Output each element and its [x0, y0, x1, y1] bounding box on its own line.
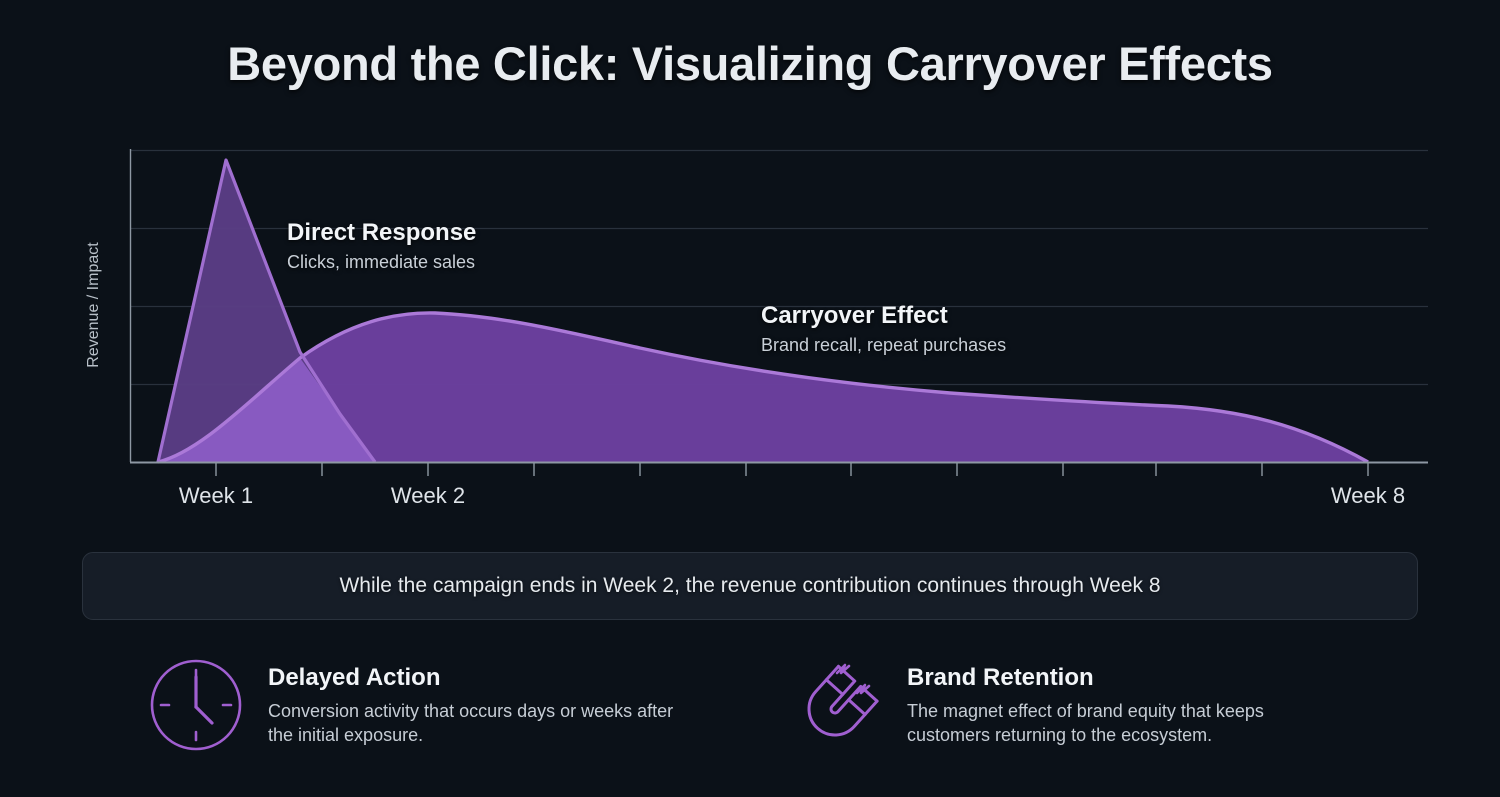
annotation-direct-response-title: Direct Response: [287, 219, 477, 246]
feature-brand-retention-description: The magnet effect of brand equity that k…: [907, 700, 1264, 746]
series-line-direct: [156, 158, 377, 463]
feature-brand-retention: Brand Retention The magnet effect of bra…: [787, 655, 1327, 753]
feature-delayed-action: Delayed Action Conversion activity that …: [148, 655, 688, 753]
page-title: Beyond the Click: Visualizing Carryover …: [227, 37, 1273, 90]
feature-delayed-action-description: Conversion activity that occurs days or …: [268, 700, 674, 746]
series-overlap-region: [158, 358, 375, 462]
series-line-carryover: [157, 311, 1369, 464]
feature-brand-retention-title: Brand Retention: [907, 664, 1094, 691]
series-area-carryover: [158, 312, 1368, 462]
feature-delayed-action-body: Delayed Action Conversion activity that …: [268, 655, 688, 748]
chart-area: Revenue / Impact Week 1 Week 2 Week 8 Di…: [85, 149, 1428, 508]
annotation-carryover-effect-subtitle: Brand recall, repeat purchases: [761, 335, 1007, 356]
annotation-carryover-effect: Carryover Effect Brand recall, repeat pu…: [761, 301, 1006, 358]
annotation-carryover-effect-title: Carryover Effect: [761, 302, 948, 329]
feature-row: Delayed Action Conversion activity that …: [0, 655, 1500, 775]
annotation-direct-response-subtitle: Clicks, immediate sales: [287, 252, 476, 273]
x-tick-label-week2: Week 2: [390, 483, 466, 508]
clock-icon: [150, 659, 242, 751]
callout-banner: While the campaign ends in Week 2, the r…: [82, 552, 1418, 620]
carryover-area-chart: [129, 149, 1428, 476]
x-tick-label-week8: Week 8: [1330, 483, 1406, 508]
annotation-direct-response: Direct Response Clicks, immediate sales: [287, 218, 476, 275]
magnet-icon: [807, 663, 879, 737]
feature-delayed-action-title: Delayed Action: [268, 664, 441, 691]
feature-brand-retention-body: Brand Retention The magnet effect of bra…: [907, 655, 1327, 748]
y-axis-label: Revenue / Impact: [85, 242, 102, 368]
callout-banner-text: While the campaign ends in Week 2, the r…: [339, 574, 1161, 597]
x-tick-label-week1: Week 1: [178, 483, 254, 508]
x-axis-ticks: [215, 462, 1369, 476]
